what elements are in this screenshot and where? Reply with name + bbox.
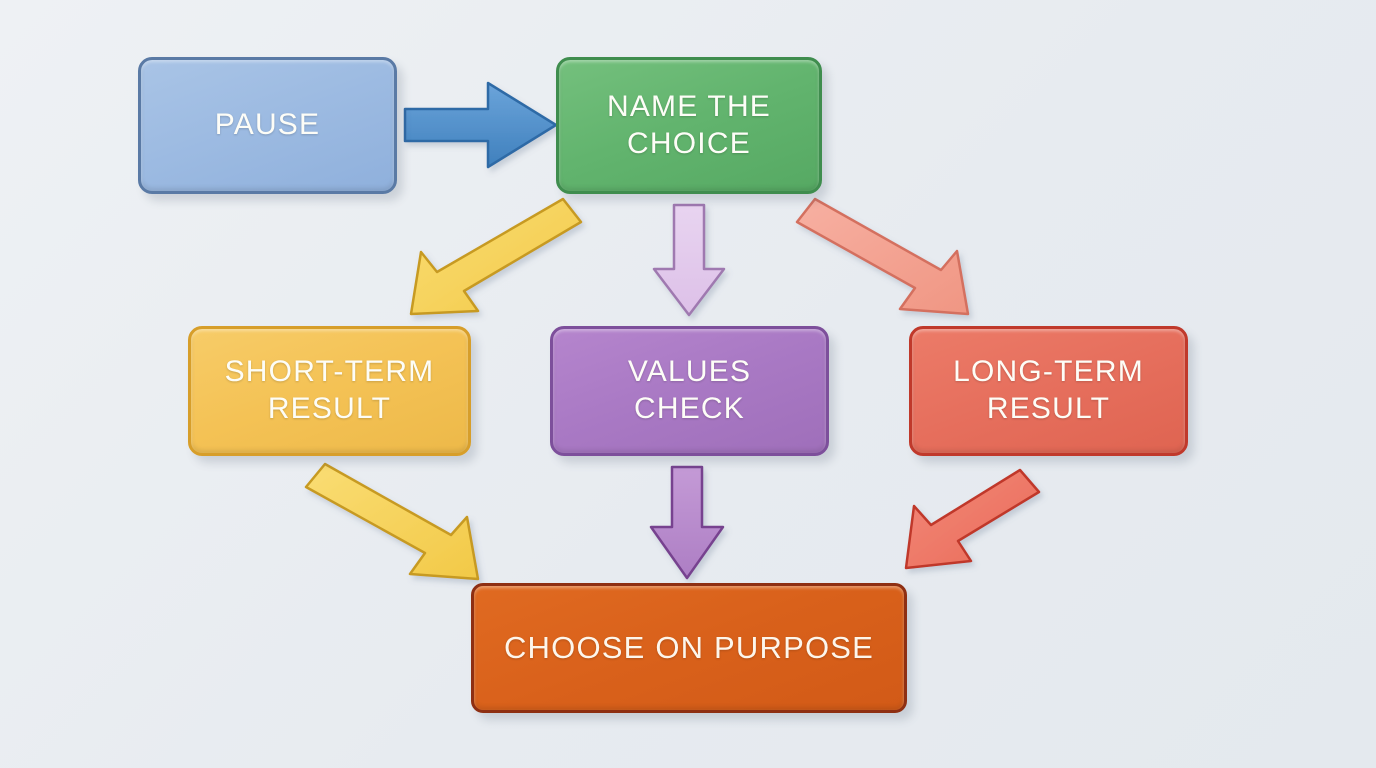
node-name-the-choice-label: NAME THE CHOICE <box>606 89 772 160</box>
arrow-pause-to-name-the-choice <box>403 81 558 169</box>
node-values-check-label: VALUES CHECK <box>627 355 752 425</box>
node-long-term-result[interactable]: LONG-TERM RESULT <box>909 326 1188 456</box>
arrow-name-the-choice-to-values-check <box>652 203 726 317</box>
node-values-check[interactable]: VALUES CHECK <box>550 326 829 456</box>
node-short-term-result[interactable]: SHORT-TERM RESULT <box>188 326 471 456</box>
arrow-name-the-choice-to-long-term-result <box>795 197 970 316</box>
arrow-values-check-to-choose-on-purpose <box>649 465 725 580</box>
node-name-the-choice[interactable]: NAME THE CHOICE <box>556 57 822 194</box>
node-short-term-result-label: SHORT-TERM RESULT <box>224 355 435 425</box>
node-pause[interactable]: PAUSE <box>138 57 397 194</box>
node-long-term-result-label: LONG-TERM RESULT <box>953 355 1144 425</box>
node-pause-label: PAUSE <box>214 108 321 142</box>
node-choose-on-purpose-label: CHOOSE ON PURPOSE <box>503 630 875 666</box>
arrow-long-term-result-to-choose-on-purpose <box>904 468 1041 570</box>
arrow-name-the-choice-to-short-term-result <box>409 197 583 316</box>
node-choose-on-purpose[interactable]: CHOOSE ON PURPOSE <box>471 583 907 713</box>
arrow-short-term-result-to-choose-on-purpose <box>304 462 480 581</box>
